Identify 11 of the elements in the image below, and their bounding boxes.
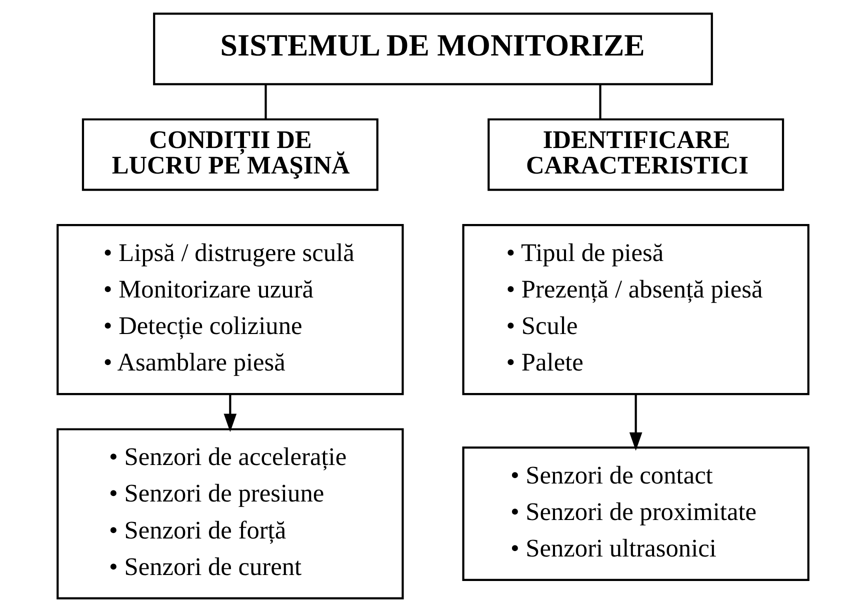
node-box: • Tipul de piesă • Prezență / absență piesă • Scule • Palete xyxy=(462,224,810,396)
node-box: • Senzori de accelerație • Senzori de presiune • Senzori de forță • Senzori de curent xyxy=(56,428,404,600)
arrow xyxy=(224,394,237,432)
node-box: • Lipsă / distrugere sculă • Monitorizare uzură • Detecție coliziune • Asamblare piesă xyxy=(56,224,404,396)
node-box: • Senzori de contact • Senzori de proximitate • Senzori ultrasonici xyxy=(462,446,810,582)
arrow xyxy=(629,394,642,451)
node-box: CONDIȚII DE LUCRU PE MAŞINĂ xyxy=(82,118,378,191)
connector xyxy=(264,84,267,120)
node-box: SISTEMUL DE MONITORIZE xyxy=(153,12,713,86)
connector xyxy=(599,84,602,120)
node-box: IDENTIFICARE CARACTERISTICI xyxy=(488,118,784,191)
